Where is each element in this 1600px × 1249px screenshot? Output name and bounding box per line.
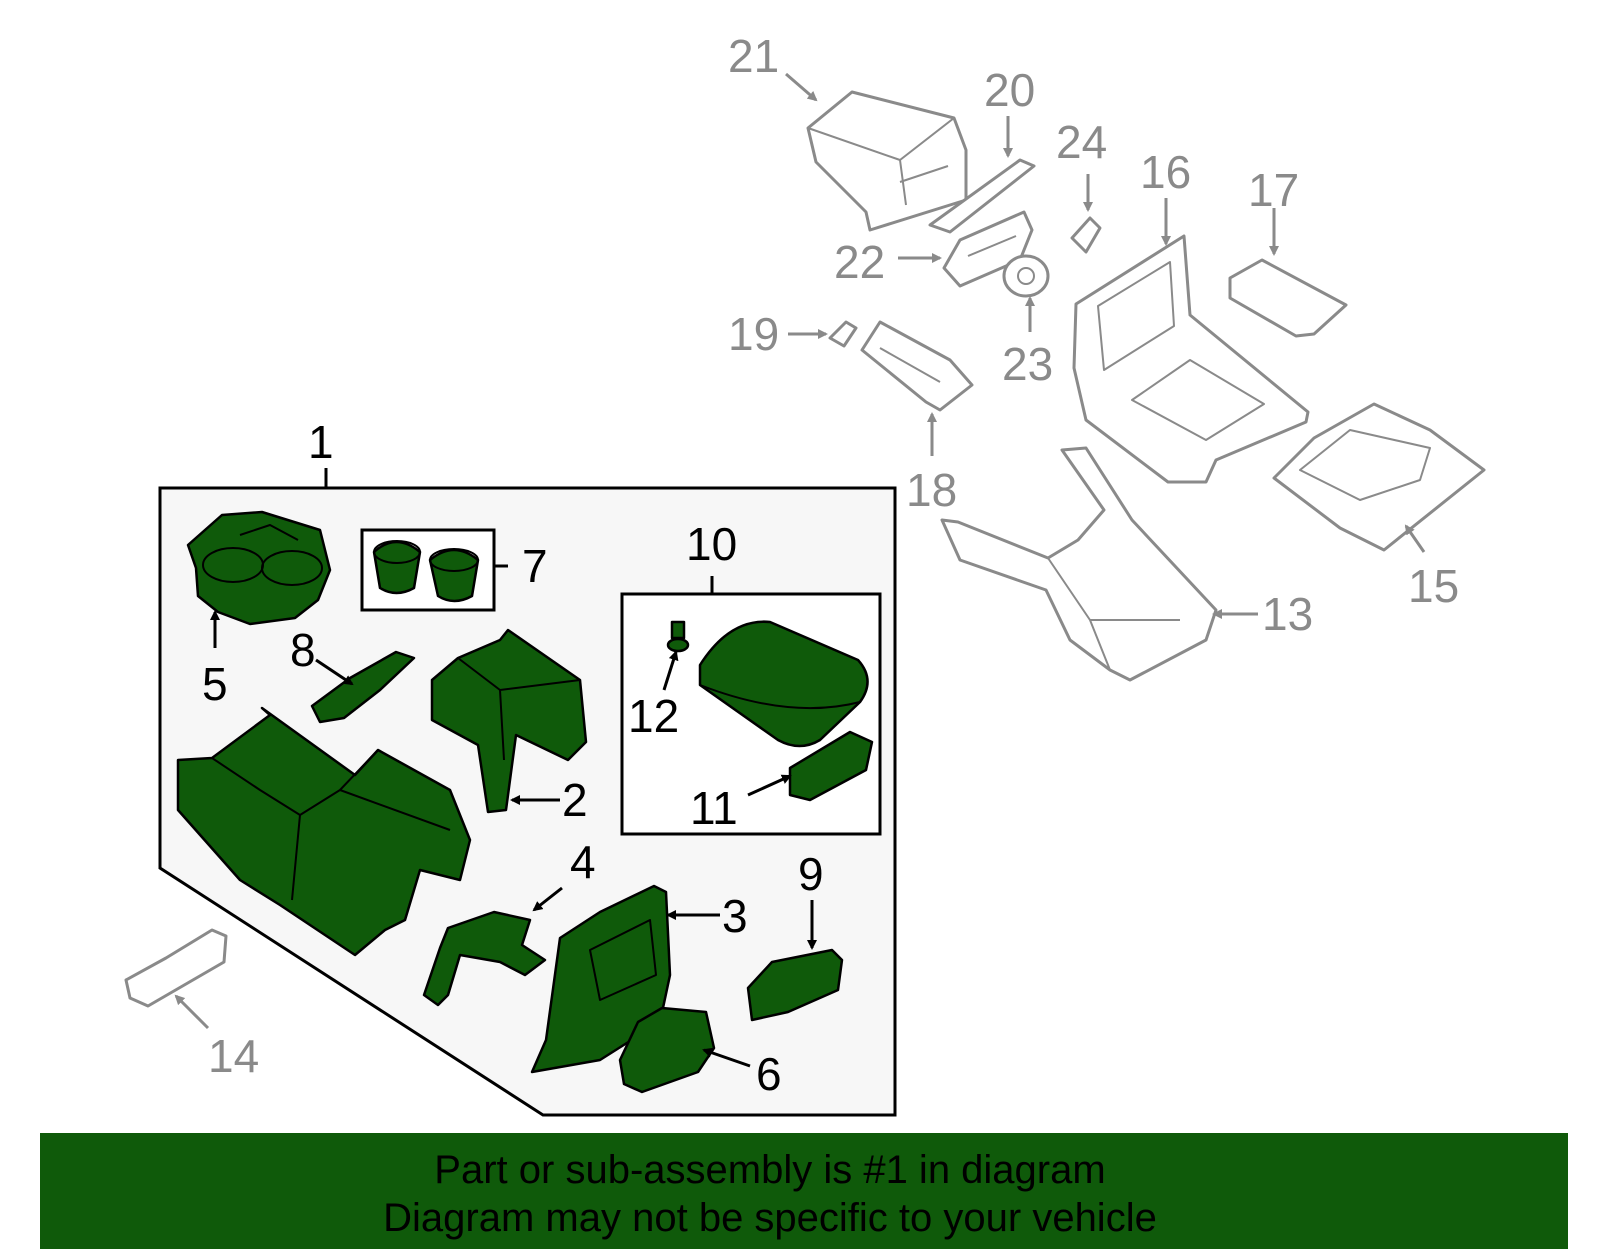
part-4-bracket [422,910,547,1007]
callout-23: 23 [1002,338,1053,390]
callout-19: 19 [728,308,779,360]
part-19-clip [828,320,858,348]
callout-24: 24 [1056,116,1107,168]
callout-10: 10 [686,518,737,570]
main-console-body [176,706,472,957]
callout-21: 21 [728,30,779,82]
part-18-bin [860,320,974,412]
banner-line-1: Part or sub-assembly is #1 in diagram [434,1148,1106,1192]
part-7-cup-inserts [372,540,480,603]
callout-2: 2 [562,774,588,826]
callout-15: 15 [1408,560,1459,612]
part-2-bracket [430,628,588,814]
part-10-armrest-lid [698,620,869,748]
parts-diagram: 1 2 3 4 5 6 7 8 9 10 11 12 13 14 15 16 1… [124,30,1486,1117]
callout-16: 16 [1140,146,1191,198]
callout-13: 13 [1262,588,1313,640]
part-17-insert-mat [1228,258,1348,338]
callout-22: 22 [834,236,885,288]
info-banner: Part or sub-assembly is #1 in diagram Di… [40,1133,1568,1249]
callout-7: 7 [522,540,548,592]
banner-line-2: Diagram may not be specific to your vehi… [383,1196,1157,1240]
part-23-knob [1002,254,1050,298]
part-13-lower-bracket [940,446,1218,682]
callout-3: 3 [722,890,748,942]
callout-17: 17 [1248,164,1299,216]
part-12-screw [666,620,690,653]
part-11-latch [788,730,874,802]
part-15-trim [1272,402,1486,552]
part-20-trim-strip [928,158,1036,234]
callout-20: 20 [984,64,1035,116]
part-8-bracket [310,650,416,724]
callout-12: 12 [628,690,679,742]
callout-8: 8 [290,624,316,676]
callout-11: 11 [690,782,738,834]
part-16-bezel [1072,234,1310,484]
part-5-cup-holder [186,510,332,626]
callout-18: 18 [906,464,957,516]
part-9-switch [746,948,844,1022]
callout-14: 14 [208,1030,259,1082]
leader-lines [174,72,1426,1068]
callout-9: 9 [798,848,824,900]
part-6-pocket [618,1006,716,1094]
callout-6: 6 [756,1048,782,1100]
part-22-switch-panel [942,210,1034,288]
part-14-bracket [124,928,228,1008]
part-21-module [806,90,968,232]
callout-5: 5 [202,658,228,710]
part-24-clip [1070,216,1102,254]
callout-1: 1 [308,416,334,468]
callout-4: 4 [570,836,596,888]
